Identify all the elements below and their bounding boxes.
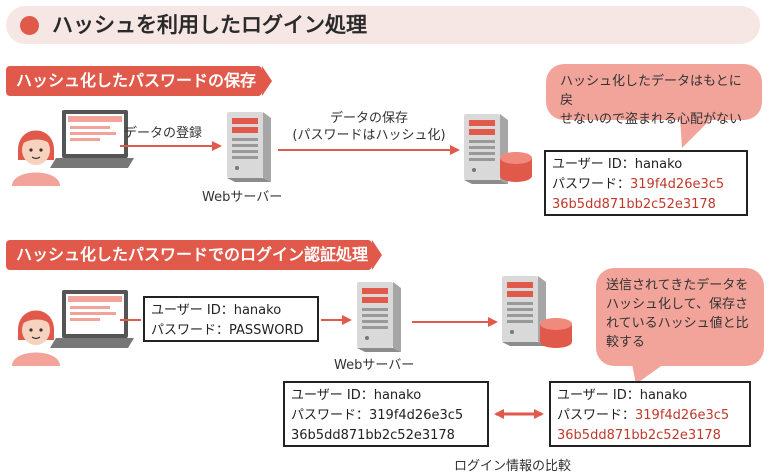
- database-icon: [540, 318, 572, 348]
- web-server-label: Webサーバー: [334, 358, 415, 373]
- password-label: パスワード：: [557, 408, 636, 423]
- user-id-value: hanako: [233, 303, 282, 318]
- title-bullet-icon: [20, 16, 39, 35]
- save-arrow-label-line2: (パスワードはハッシュ化): [292, 128, 446, 143]
- section-banner-login: ハッシュ化したパスワードでのログイン認証処理: [6, 240, 382, 270]
- hashed-login-box: ユーザー ID：hanako パスワード：319f4d26e3c5 36b5dd…: [283, 381, 489, 447]
- password-hash-part2: 36b5dd871bb2c52e3178: [552, 197, 716, 212]
- bubble-line: 送信されてきたデータを: [606, 278, 749, 293]
- section-banner-storage: ハッシュ化したパスワードの保存: [6, 66, 272, 96]
- password-hash-part2: 36b5dd871bb2c52e3178: [557, 428, 721, 443]
- web-server-icon: [227, 112, 271, 182]
- bubble-line: ハッシュ化して、保存さ: [606, 297, 748, 312]
- bubble-line: ハッシュ化したデータはもとに戻: [560, 74, 742, 108]
- user-with-pc-icon: [11, 109, 135, 187]
- password-hash-part1: 319f4d26e3c5: [630, 177, 725, 192]
- user-id-value: hanako: [634, 157, 683, 172]
- password-hash-part1: 319f4d26e3c5: [369, 408, 464, 423]
- user-id-label: ユーザー ID：: [557, 388, 640, 403]
- password-label: パスワード：: [552, 177, 631, 192]
- user-id-value: hanako: [639, 388, 688, 403]
- stored-credentials-box: ユーザー ID：hanako パスワード：319f4d26e3c5 36b5dd…: [544, 150, 748, 216]
- bubble-tail: [680, 118, 712, 148]
- stored-hash-box: ユーザー ID：hanako パスワード：319f4d26e3c5 36b5dd…: [549, 381, 751, 447]
- bubble-line: れているハッシュ値と比: [606, 316, 749, 331]
- callout-bubble-storage: ハッシュ化したデータはもとに戻 せないので盗まれる心配がない: [546, 64, 762, 127]
- db-server-icon: [502, 276, 546, 346]
- database-icon: [500, 152, 532, 182]
- user-id-label: ユーザー ID：: [291, 388, 374, 403]
- login-credentials-box: ユーザー ID：hanako パスワード：PASSWORD: [143, 296, 319, 342]
- user-id-label: ユーザー ID：: [151, 303, 234, 318]
- bubble-line: 較する: [606, 335, 646, 350]
- title-bar: ハッシュを利用したログイン処理: [6, 6, 760, 44]
- compare-caption: ログイン情報の比較: [454, 459, 572, 474]
- callout-bubble-compare: 送信されてきたデータを ハッシュ化して、保存さ れているハッシュ値と比 較する: [596, 268, 764, 366]
- password-label: パスワード：: [291, 408, 370, 423]
- password-value: PASSWORD: [229, 323, 304, 338]
- save-arrow-label-line1: データの保存: [329, 111, 408, 126]
- user-id-value: hanako: [373, 388, 422, 403]
- bubble-line: せないので盗まれる心配がない: [560, 112, 743, 127]
- web-server-icon: [357, 282, 401, 352]
- password-hash-part1: 319f4d26e3c5: [635, 408, 730, 423]
- password-hash-part2: 36b5dd871bb2c52e3178: [291, 428, 455, 443]
- password-label: パスワード：: [151, 323, 230, 338]
- user-id-label: ユーザー ID：: [552, 157, 635, 172]
- register-arrow-label: データの登録: [124, 126, 203, 141]
- bubble-tail: [632, 364, 664, 384]
- user-with-pc-icon: [11, 289, 135, 367]
- save-arrow-label: データの保存 (パスワードはハッシュ化): [284, 110, 454, 144]
- web-server-label: Webサーバー: [202, 190, 283, 205]
- page-title: ハッシュを利用したログイン処理: [52, 13, 367, 37]
